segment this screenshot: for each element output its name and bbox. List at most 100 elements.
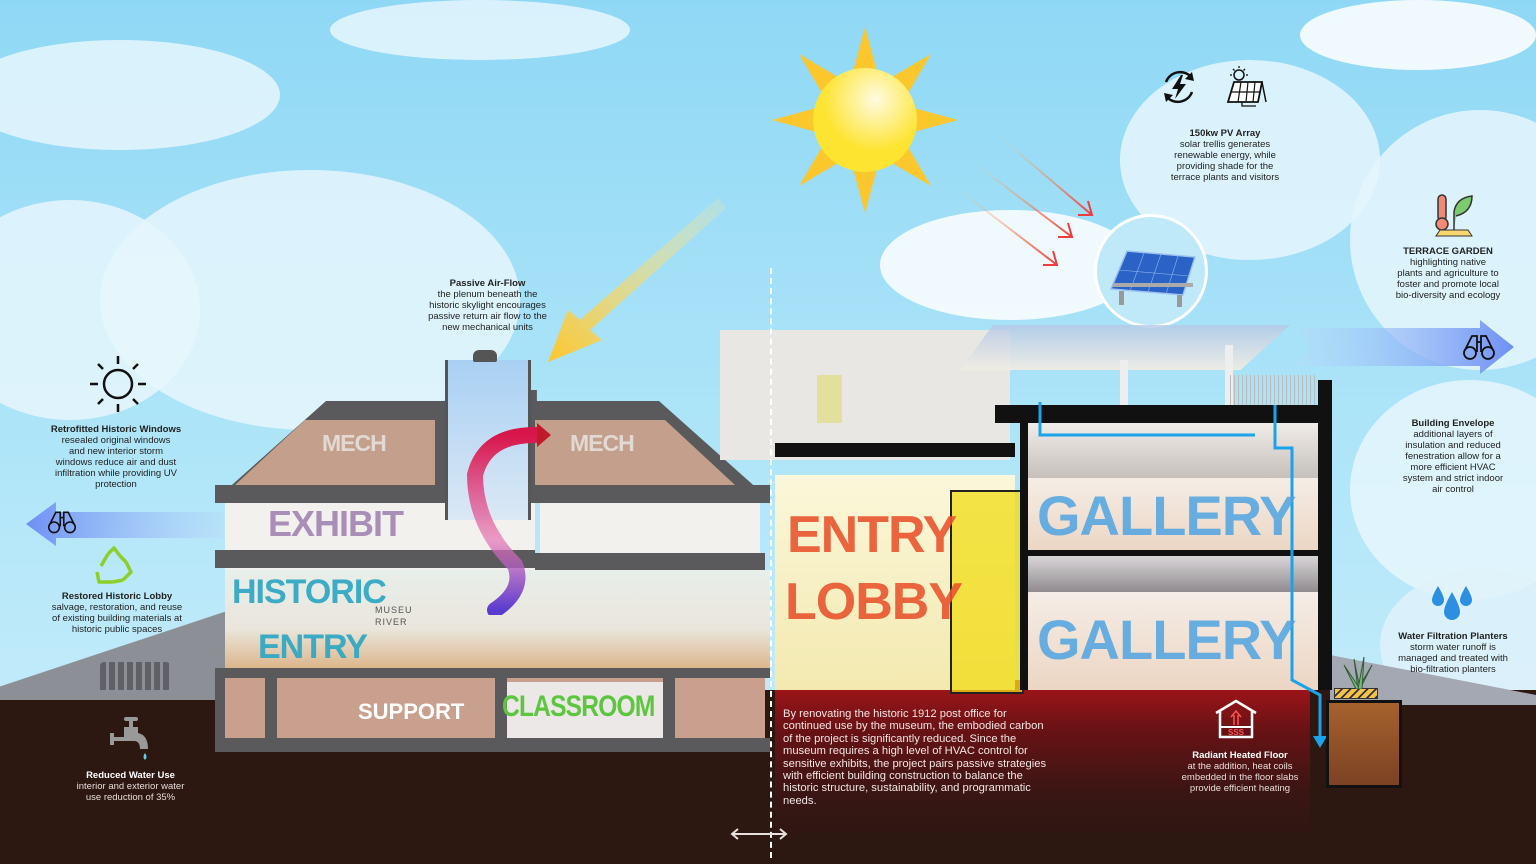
historic-lobby — [225, 570, 770, 668]
callout-line: historic public spaces — [71, 624, 163, 635]
callout-line: plants and agriculture to — [1397, 268, 1499, 279]
trellis-post — [1120, 360, 1128, 405]
renewable-energy-icon — [1164, 70, 1194, 104]
radiant-floor-callout: Radiant Heated Floor at the addition, he… — [1165, 750, 1315, 794]
project-summary-text: By renovating the historic 1912 post off… — [783, 708, 1047, 807]
terrace-garden-callout: TERRACE GARDEN highlighting native plant… — [1378, 246, 1518, 301]
callout-line: fenestration allow for a — [1405, 451, 1501, 462]
pv-array-icons — [1158, 66, 1268, 110]
mechanical-plenum — [1028, 423, 1318, 478]
callout-line: insulation and reduced — [1405, 440, 1501, 451]
callout-line: more efficient HVAC — [1410, 462, 1496, 473]
cloud — [1350, 380, 1536, 600]
sun-outline-icon — [90, 356, 146, 412]
space-label-entry-lobby-2: LOBBY — [785, 573, 963, 631]
space-label-exhibit: EXHIBIT — [268, 503, 404, 544]
view-arrow-left — [26, 502, 224, 546]
people-silhouettes — [100, 662, 170, 690]
basement-wall — [495, 678, 507, 748]
callout-title: Building Envelope — [1411, 418, 1495, 429]
sun-icon — [760, 15, 970, 225]
addition-upper-volume — [720, 330, 1010, 460]
space-label-support: SUPPORT — [358, 699, 465, 724]
callout-line: passive return air flow to the — [428, 311, 547, 322]
terrace-railing — [1230, 375, 1315, 405]
museum-signage: MUSEU RIVER — [375, 604, 413, 628]
callout-line: renewable energy, while — [1174, 150, 1276, 161]
old-new-divider-line — [770, 268, 772, 858]
building-envelope-callout: Building Envelope additional layers of i… — [1385, 418, 1521, 495]
space-label-classroom: CLASSROOM — [502, 690, 655, 723]
callout-line: use reduction of 35% — [85, 792, 176, 803]
cloud — [0, 200, 200, 420]
trellis-post — [1225, 345, 1233, 405]
gallery-upper-room — [1028, 478, 1318, 551]
space-label-entry: ENTRY — [258, 628, 368, 666]
callout-line: bio-filtration planters — [1410, 664, 1496, 675]
basement-wall — [215, 678, 225, 748]
passive-airflow-callout: Passive Air-Flow the plenum beneath the … — [410, 278, 565, 333]
callout-line: protection — [95, 479, 137, 490]
roof-slab — [995, 405, 1330, 423]
callout-line: bio-diversity and ecology — [1395, 290, 1501, 301]
heated-house-icon: SSS — [1215, 699, 1257, 739]
thermometer-leaf-icon — [1435, 194, 1473, 237]
callout-line: embedded in the floor slabs — [1181, 772, 1299, 783]
callout-line: additional layers of — [1413, 429, 1493, 440]
mechanical-plenum — [1028, 556, 1318, 592]
callout-title: Restored Historic Lobby — [61, 591, 173, 602]
binoculars-icon — [47, 511, 77, 534]
solar-ray-arrows — [954, 132, 1094, 266]
space-label-entry-lobby-1: ENTRY — [787, 506, 957, 564]
callout-line: infiltration while providing UV — [55, 468, 177, 479]
heat-coil-glyph: SSS — [1228, 728, 1245, 737]
entry-roof-slab — [775, 443, 1015, 457]
skylight-cap — [473, 350, 497, 362]
callout-line: air control — [1432, 484, 1474, 495]
daylight-arrow — [548, 198, 726, 362]
recycle-icon — [95, 546, 133, 584]
callout-line: foster and promote local — [1397, 279, 1499, 290]
view-arrow-right — [1294, 320, 1514, 374]
solar-panel-icon — [1226, 66, 1267, 107]
callout-line: at the addition, heat coils — [1187, 761, 1293, 772]
floor-slab — [215, 550, 535, 568]
gallery-lower-room — [1028, 592, 1318, 690]
classroom-room — [507, 682, 663, 738]
faucet-icon — [110, 717, 148, 760]
addition-building-section — [775, 380, 1332, 695]
restored-lobby-callout: Restored Historic Lobby salvage, restora… — [42, 591, 192, 635]
upper-gallery-room — [540, 503, 760, 555]
addition-exterior-wall — [1318, 380, 1332, 690]
cloud — [330, 0, 630, 60]
callout-line: new mechanical units — [442, 322, 533, 333]
planter-grate — [1334, 688, 1378, 699]
callout-title: Radiant Heated Floor — [1192, 750, 1288, 761]
basement-floor — [215, 738, 770, 752]
callout-title: 150kw PV Array — [1189, 128, 1261, 139]
callout-line: solar trellis generates — [1179, 139, 1271, 150]
water-drops-icon — [1432, 586, 1472, 620]
cloud — [0, 40, 280, 150]
cloud — [1300, 0, 1536, 70]
space-label-mech-left: MECH — [322, 430, 387, 456]
callout-line: windows reduce air and dust — [55, 457, 177, 468]
signage-line: MUSEU — [375, 605, 413, 615]
callout-line: storm water runoff is — [1410, 642, 1496, 653]
space-label-historic: HISTORIC — [232, 573, 387, 611]
callout-line: resealed original windows — [61, 435, 171, 446]
water-filtration-callout: Water Filtration Planters storm water ru… — [1385, 631, 1521, 675]
pv-array-callout: 150kw PV Array solar trellis generates r… — [1140, 128, 1310, 183]
callout-title: Passive Air-Flow — [449, 278, 526, 289]
basement-wall — [265, 678, 277, 748]
callout-line: managed and treated with — [1398, 653, 1508, 664]
yellow-glass-stair — [950, 490, 1024, 694]
basement-wall — [663, 678, 675, 748]
callout-title: Reduced Water Use — [86, 770, 175, 781]
pv-panel-badge — [1094, 214, 1208, 328]
retrofitted-windows-callout: Retrofitted Historic Windows resealed or… — [42, 424, 190, 490]
callout-title: Water Filtration Planters — [1398, 631, 1508, 642]
passive-airflow-arrow — [466, 423, 551, 615]
planter-grass-icon — [1343, 656, 1373, 689]
callout-line: of existing building materials at — [52, 613, 182, 624]
